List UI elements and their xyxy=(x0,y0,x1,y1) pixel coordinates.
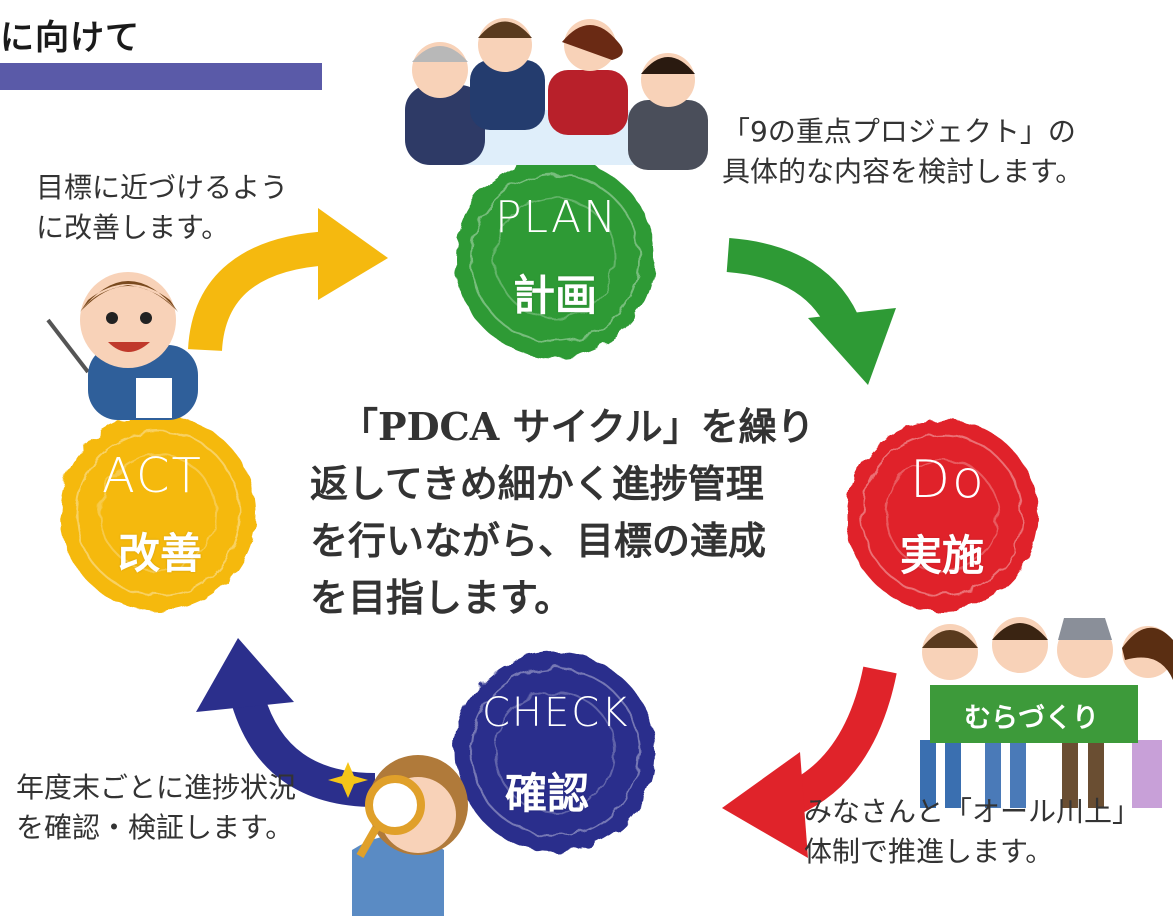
center-line-1: 「PDCA サイクル」を繰り xyxy=(340,404,815,449)
check-disc xyxy=(455,652,655,852)
do-note-line-2: 体制で推進します。 xyxy=(804,835,1054,868)
do-note: みなさんと「オール川上」 体制で推進します。 xyxy=(804,792,1140,872)
do-label: 実施 xyxy=(900,531,985,580)
villagers-illustration xyxy=(920,617,1173,808)
act-note-line-2: に改善します。 xyxy=(36,211,230,244)
act-note: 目標に近づけるよう に改善します。 xyxy=(36,168,288,248)
arrow-act-to-plan xyxy=(188,208,388,352)
center-line-2: 返してきめ細かく進捗管理 xyxy=(310,461,764,506)
plan-letter: PLAN xyxy=(495,192,619,243)
page-title: に向けて xyxy=(0,18,140,58)
check-note: 年度末ごとに進捗状況 を確認・検証します。 xyxy=(16,768,296,848)
check-note-line-1: 年度末ごとに進捗状況 xyxy=(16,771,297,804)
teacher-illustration xyxy=(46,272,198,420)
do-disc xyxy=(846,419,1038,611)
do-note-line-1: みなさんと「オール川上」 xyxy=(804,795,1141,828)
meeting-people-illustration xyxy=(405,18,708,170)
check-label: 確認 xyxy=(505,769,590,818)
arrow-check-to-act xyxy=(196,638,376,807)
plan-note-line-2: 具体的な内容を検討します。 xyxy=(722,155,1084,188)
plan-disc xyxy=(455,158,655,358)
act-label: 改善 xyxy=(118,529,203,578)
arrow-plan-to-do xyxy=(726,238,896,385)
plan-note-line-1: 「9の重点プロジェクト」の xyxy=(722,115,1076,148)
center-line-4: を目指します。 xyxy=(310,575,573,620)
check-letter: CHECK xyxy=(482,690,630,736)
plan-label: 計画 xyxy=(513,271,598,320)
center-description: 「PDCA サイクル」を繰り 返してきめ細かく進捗管理 を行いながら、目標の達成… xyxy=(310,398,830,626)
check-note-line-2: を確認・検証します。 xyxy=(16,811,294,844)
center-line-3: を行いながら、目標の達成 xyxy=(310,518,767,563)
act-letter: ACT xyxy=(102,448,203,504)
arrow-do-to-check xyxy=(722,666,897,858)
banner-label: むらづくり xyxy=(964,703,1099,734)
do-letter: Do xyxy=(910,450,986,510)
act-note-line-1: 目標に近づけるよう xyxy=(36,171,289,204)
woman-magnifier-illustration xyxy=(328,755,468,916)
act-disc xyxy=(60,415,256,611)
plan-note: 「9の重点プロジェクト」の 具体的な内容を検討します。 xyxy=(722,112,1083,192)
title-bar xyxy=(0,63,322,90)
